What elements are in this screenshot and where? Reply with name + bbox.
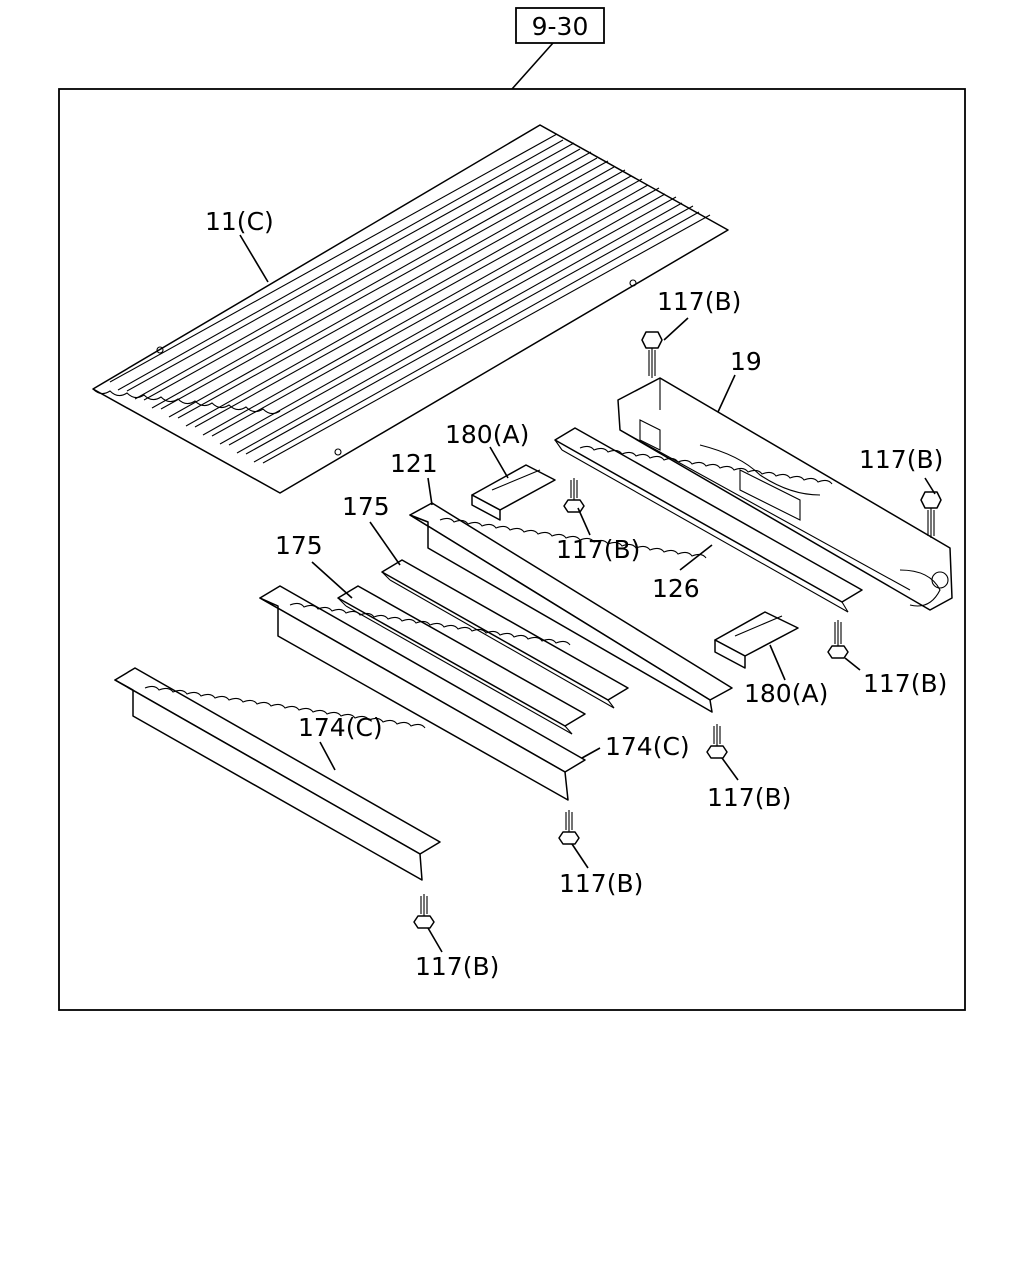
cross-sill-121 <box>409 502 733 713</box>
label-bracket-lower: 180(A) <box>744 679 828 708</box>
figure-reference-label: 9-30 <box>532 12 589 41</box>
label-floor-panel: 11(C) <box>205 207 274 236</box>
label-sill-174-front: 174(C) <box>298 713 383 742</box>
label-sill-175-lower: 175 <box>275 531 323 560</box>
figure-reference: 9-30 <box>511 7 605 90</box>
label-rear-sill: 19 <box>730 347 762 376</box>
sill-174c-front <box>114 667 441 881</box>
rear-sill <box>617 377 953 611</box>
label-bolt-sill-middle: 117(B) <box>559 869 643 898</box>
label-bolt-rear-right: 117(B) <box>859 445 943 474</box>
label-sill-175-upper: 175 <box>342 492 390 521</box>
label-bolt-bracket: 117(B) <box>556 535 640 564</box>
label-cross-sill: 126 <box>652 574 700 603</box>
sill-175-upper <box>381 559 629 709</box>
bolt-117b-rear-right <box>920 491 942 538</box>
label-bolt-cross-121: 117(B) <box>707 783 791 812</box>
bolt-117b-sill-middle <box>558 810 580 845</box>
bracket-a-upper <box>471 464 556 521</box>
label-bolt-sill-front: 117(B) <box>415 952 499 981</box>
label-bolt-cross-126: 117(B) <box>863 669 947 698</box>
bolt-117b-cross-126 <box>827 620 849 659</box>
label-cross-sill-front: 121 <box>390 449 438 478</box>
floor-panel <box>92 124 729 494</box>
sill-175-lower <box>337 585 586 735</box>
bolt-117b-rear-top <box>641 331 663 378</box>
callout-labels: 11(C) 19 117(B) 117(B) 180(A) 121 117(B)… <box>205 207 947 981</box>
leader-lines <box>239 234 936 953</box>
bolt-117b-bracket <box>563 478 585 513</box>
label-sill-174-middle: 174(C) <box>605 732 690 761</box>
label-bracket-upper: 180(A) <box>445 420 529 449</box>
bracket-a-lower <box>714 611 799 669</box>
label-bolt-rear-top: 117(B) <box>657 287 741 316</box>
diagram-frame <box>58 88 966 1011</box>
bolt-117b-cross-121 <box>706 724 728 759</box>
cross-sill-126 <box>554 427 863 613</box>
sill-174c-middle <box>259 585 586 801</box>
bolt-117b-sill-front <box>413 894 435 929</box>
